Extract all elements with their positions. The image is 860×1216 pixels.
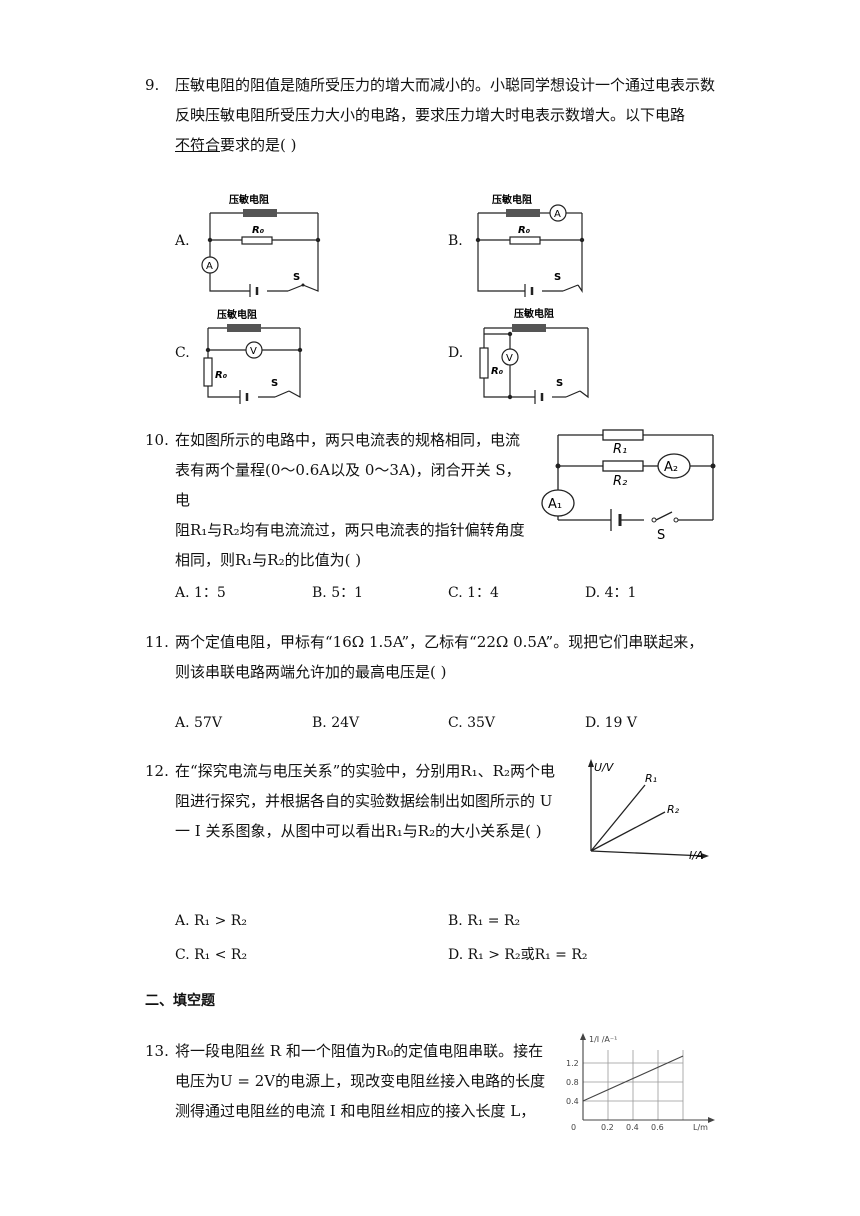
question-text: 压敏电阻的阻值是随所受压力的增大而减小的。小聪同学想设计一个通过电表示数 反映压… (175, 76, 716, 154)
switch-label: S (271, 378, 278, 389)
option-d-label: D. (448, 345, 464, 361)
circuit-diagram-b: A 压敏电阻 R₀ S (475, 193, 585, 297)
q12-choice-b[interactable]: B. R₁ = R₂ (448, 913, 521, 929)
question-10: 10. 在如图所示的电路中，两只电流表的规格相同，电流 表有两个量程(0～0.6… (145, 425, 525, 575)
a2-label: A₂ (664, 460, 678, 475)
question-text: 将一段电阻丝 R 和一个阻值为R₀的定值电阻串联。接在 电压为U = 2V的电源… (175, 1042, 546, 1120)
question-12: 12. 在“探究电流与电压关系”的实验中，分别用R₁、R₂两个电 阻进行探究，并… (145, 756, 565, 846)
x-tick: 0.4 (626, 1123, 639, 1132)
x-axis-label: L/m (693, 1123, 708, 1132)
x-tick: 0.6 (651, 1123, 664, 1132)
question-number: 11. (145, 633, 169, 651)
y-axis-label: 1/I /A⁻¹ (589, 1035, 617, 1044)
pressure-resistor-label: 压敏电阻 (492, 193, 532, 206)
r0-label: R₀ (491, 366, 504, 377)
q11-choice-b[interactable]: B. 24V (312, 715, 360, 731)
q12-choice-d[interactable]: D. R₁ > R₂或R₁ = R₂ (448, 947, 588, 963)
q10-choice-c[interactable]: C. 1：4 (448, 585, 499, 601)
x-axis-label: I/A (689, 849, 703, 862)
ammeter-label: A (206, 261, 213, 272)
r1-line-label: R₁ (645, 772, 657, 785)
y-tick: 0.4 (566, 1097, 579, 1106)
r2-label: R₂ (613, 474, 627, 489)
option-a-label: A. (175, 233, 190, 249)
q10-choice-a[interactable]: A. 1：5 (175, 585, 226, 601)
inverse-current-length-graph: 1/I /A⁻¹ L/m 1.2 0.8 0.4 0 0.2 0.4 0.6 (566, 1033, 715, 1132)
switch-label: S (556, 378, 563, 389)
circuit-diagram-d: V 压敏电阻 R₀ S (479, 307, 589, 404)
question-number: 13. (145, 1042, 169, 1060)
question-text: 在“探究电流与电压关系”的实验中，分别用R₁、R₂两个电 阻进行探究，并根据各自… (175, 762, 555, 840)
q10-choice-b[interactable]: B. 5：1 (312, 585, 364, 601)
r1-label: R₁ (613, 442, 627, 457)
q10-choice-d[interactable]: D. 4：1 (585, 585, 637, 601)
question-9: 9. 压敏电阻的阻值是随所受压力的增大而减小的。小聪同学想设计一个通过电表示数 … (145, 70, 715, 160)
x-tick: 0.2 (601, 1123, 614, 1132)
q12-choice-c[interactable]: C. R₁ < R₂ (175, 947, 248, 963)
question-13: 13. 将一段电阻丝 R 和一个阻值为R₀的定值电阻串联。接在 电压为U = 2… (145, 1036, 565, 1126)
switch-label: S (293, 272, 300, 283)
r0-label: R₀ (518, 225, 531, 236)
option-b-label: B. (448, 233, 463, 249)
x-tick: 0 (571, 1123, 576, 1132)
switch-label: S (554, 272, 561, 283)
r0-label: R₀ (252, 225, 265, 236)
q12-choice-a[interactable]: A. R₁ > R₂ (175, 913, 247, 929)
r0-label: R₀ (215, 370, 228, 381)
r2-line-label: R₂ (667, 803, 680, 816)
circuit-diagram-a: A 压敏电阻 R₀ S (201, 193, 321, 297)
circuit-diagram-c: V 压敏电阻 R₀ S (203, 308, 303, 404)
question-text: 在如图所示的电路中，两只电流表的规格相同，电流 表有两个量程(0～0.6A以及 … (175, 431, 525, 569)
question-11: 11. 两个定值电阻，甲标有“16Ω 1.5A”，乙标有“22Ω 0.5A”。现… (145, 627, 715, 687)
a1-label: A₁ (548, 497, 562, 512)
ammeter-label: A (554, 209, 561, 220)
u-i-graph: U/V I/A R₁ R₂ (588, 759, 709, 862)
section-heading: 二、填空题 (145, 993, 215, 1009)
y-tick: 1.2 (566, 1059, 579, 1068)
question-number: 12. (145, 762, 169, 780)
y-axis-label: U/V (594, 761, 615, 774)
pressure-resistor-label: 压敏电阻 (514, 307, 554, 320)
y-tick: 0.8 (566, 1078, 579, 1087)
q11-choice-d[interactable]: D. 19 V (585, 715, 638, 731)
circuit-diagram-q10: A₂ A₁ R₁ R₂ S (541, 429, 716, 543)
pressure-resistor-label: 压敏电阻 (229, 193, 269, 206)
voltmeter-label: V (506, 353, 513, 364)
question-number: 10. (145, 431, 169, 449)
voltmeter-label: V (250, 346, 257, 357)
question-number: 9. (145, 76, 160, 94)
pressure-resistor-label: 压敏电阻 (217, 308, 257, 321)
q11-choice-a[interactable]: A. 57V (175, 715, 222, 731)
option-c-label: C. (175, 345, 190, 361)
q11-choice-c[interactable]: C. 35V (448, 715, 496, 731)
underlined-text: 不符合 (175, 136, 221, 154)
question-text: 两个定值电阻，甲标有“16Ω 1.5A”，乙标有“22Ω 0.5A”。现把它们串… (175, 633, 704, 681)
switch-label: S (657, 528, 665, 543)
